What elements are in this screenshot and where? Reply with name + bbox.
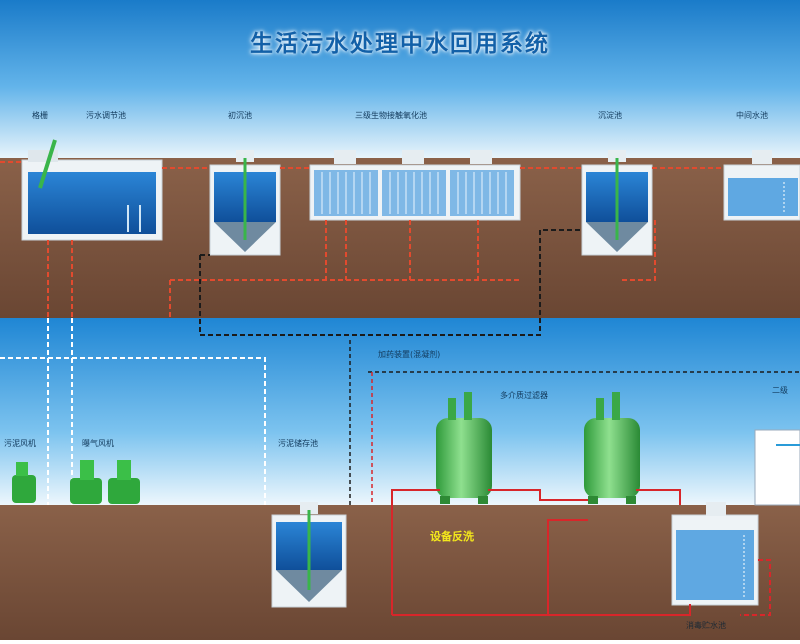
label-filter: 多介质过滤器 xyxy=(500,391,548,400)
label-second: 二级 xyxy=(772,386,788,395)
sludge-storage-tank xyxy=(271,502,347,608)
dosing-line xyxy=(349,340,800,505)
label-primary-settling: 初沉池 xyxy=(228,111,252,120)
label-reuse-tank: 消毒贮水池 xyxy=(686,621,726,630)
label-screen: 格栅 xyxy=(32,111,48,120)
upper-flow-lines xyxy=(0,161,724,318)
lower-sky xyxy=(0,318,800,508)
blower-mid-a xyxy=(70,460,102,504)
secondary-settling-tank xyxy=(581,150,653,256)
clear-water-tank xyxy=(723,150,800,221)
backwash-pipes xyxy=(391,489,691,616)
blower-mid-b xyxy=(108,460,140,504)
filter-vessel-1 xyxy=(436,392,492,504)
reuse-tank xyxy=(671,502,759,606)
label-sludge-tank: 污泥储存池 xyxy=(278,439,318,448)
sludge-return-line xyxy=(199,229,582,336)
label-blower-mid: 曝气风机 xyxy=(82,439,114,448)
bio-contact-tank xyxy=(309,150,521,221)
label-clear-water: 中间水池 xyxy=(736,111,768,120)
label-dosing: 加药装置(混凝剂) xyxy=(378,350,441,359)
blower-room-outline xyxy=(0,318,266,505)
primary-settling-tank xyxy=(209,150,281,256)
regulating-tank xyxy=(21,139,163,241)
upper-sky xyxy=(0,0,800,158)
label-backwash: 设备反洗 xyxy=(430,530,474,543)
label-secondary-settling: 沉淀池 xyxy=(598,111,622,120)
recycle-pipe xyxy=(740,559,771,616)
label-regulating-tank: 污水调节池 xyxy=(86,111,126,120)
label-blower-left: 污泥风机 xyxy=(4,439,36,448)
diagram-title: 生活污水处理中水回用系统 xyxy=(250,31,550,57)
second-stage-unit xyxy=(754,429,800,506)
lower-ground xyxy=(0,505,800,640)
filter-vessel-2 xyxy=(584,392,640,504)
blower-left xyxy=(12,462,36,503)
label-bio-contact: 三级生物接触氧化池 xyxy=(355,111,427,120)
